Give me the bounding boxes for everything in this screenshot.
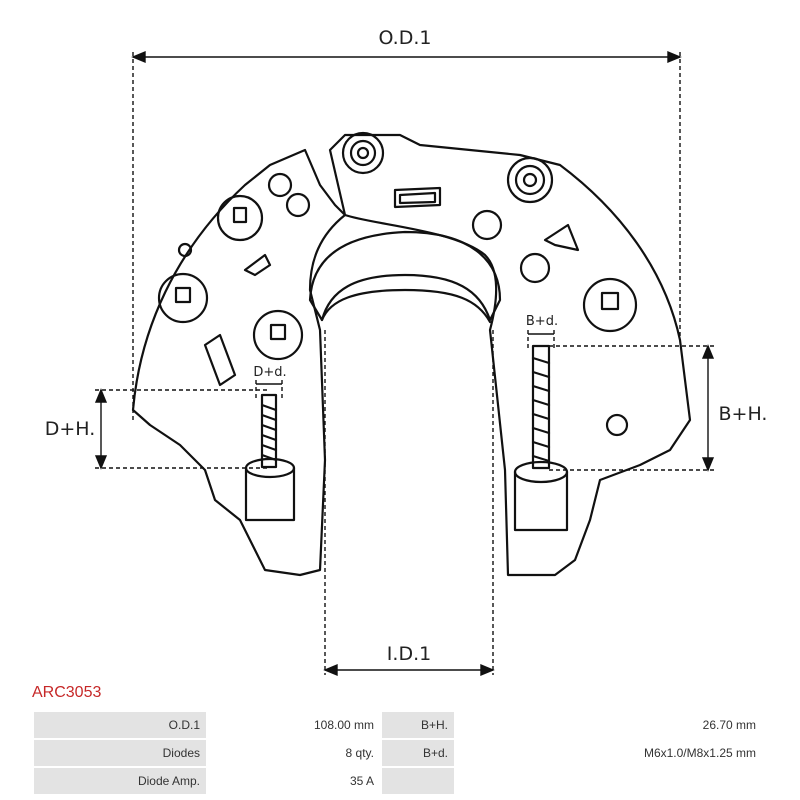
part-code: ARC3053 (32, 684, 102, 701)
rectifier-right-body (328, 133, 692, 577)
spec-table: O.D.1 108.00 mm B+H. 26.70 mm Diodes 8 q… (32, 710, 764, 796)
dh-label: D+H. (45, 418, 96, 440)
spec-value: 108.00 mm (206, 710, 382, 740)
spec-value: 26.70 mm (454, 710, 764, 740)
center-arch (308, 230, 502, 322)
spec-value: 8 qty. (206, 738, 382, 768)
diode-2 (157, 272, 209, 324)
rectifier-diagram: O.D.1 I.D.1 D+H. B+H. D+d. B+d. (45, 27, 768, 677)
spec-label: B+H. (380, 710, 456, 740)
id1-label: I.D.1 (387, 643, 431, 665)
spec-label: O.D.1 (32, 710, 208, 740)
diode-3 (252, 309, 304, 361)
bd-label: B+d. (526, 314, 558, 329)
table-row: Diodes 8 qty. B+d. M6x1.0/M8x1.25 mm (32, 738, 764, 768)
diode-1 (216, 194, 264, 242)
od1-label: O.D.1 (379, 27, 432, 49)
table-row: Diode Amp. 35 A (32, 766, 764, 796)
spec-value: M6x1.0/M8x1.25 mm (454, 738, 764, 768)
bh-label: B+H. (719, 403, 768, 425)
spec-label: Diodes (32, 738, 208, 768)
spec-label (380, 766, 456, 796)
spec-value: 35 A (206, 766, 382, 796)
right-bolt (531, 344, 551, 470)
rectifier-left-body (131, 148, 347, 577)
terminal-top-outer (341, 131, 385, 175)
terminal-right-outer (506, 156, 554, 204)
diode-4 (582, 277, 638, 333)
spec-label: Diode Amp. (32, 766, 208, 796)
table-row: O.D.1 108.00 mm B+H. 26.70 mm (32, 710, 764, 740)
dd-label: D+d. (253, 365, 286, 380)
spec-label: B+d. (380, 738, 456, 768)
spec-value (454, 766, 764, 796)
